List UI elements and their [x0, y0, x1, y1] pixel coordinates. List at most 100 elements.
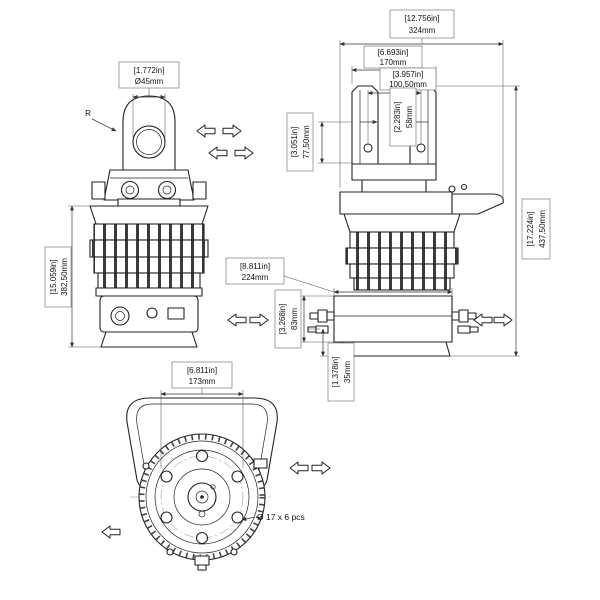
bolt-circle [160, 455, 244, 539]
fork-hole [416, 143, 426, 153]
dim-bottom-offset: [1.378in] 35mm [308, 328, 355, 402]
radius-label: R [85, 109, 91, 118]
lamella-band [345, 247, 459, 265]
flow-arrow-icon [222, 124, 242, 138]
pin-bolt-right [157, 180, 177, 200]
hydraulic-fitting [458, 309, 469, 323]
dim-label: [3.957in] [393, 70, 424, 79]
dim-label: [1.378in] [331, 357, 340, 388]
dim-body-width: [8.811in] 224mm [225, 257, 453, 296]
bolt-note: Ø 17 x 6 pcs [257, 512, 305, 522]
dim-label: 382,50mm [60, 258, 69, 296]
fork-hole [363, 143, 373, 153]
flow-arrow-icon [234, 146, 254, 160]
dim-label: 173mm [189, 377, 216, 386]
eye-hole [132, 125, 166, 159]
lamella-band [93, 223, 205, 241]
bolt-hole [231, 511, 244, 524]
top-flange [89, 205, 209, 225]
dim-label: [3.051in] [290, 127, 299, 158]
dim-label: 58mm [405, 106, 414, 129]
dim-label: 77,50mm [302, 125, 311, 159]
dim-label: [1.772in] [134, 66, 165, 75]
hydraulic-fitting [309, 312, 319, 320]
dim-flange-width: [6.811in] 173mm [160, 361, 244, 468]
dim-front-height: [15.059in] 382,50mm [44, 205, 101, 348]
dim-label: [6.693in] [378, 48, 409, 57]
bracket-tab-left [91, 181, 106, 200]
flow-arrow-icon [101, 525, 121, 539]
flow-arrow-icon [196, 124, 216, 138]
dim-label: 324mm [409, 26, 436, 35]
grease-fitting [460, 183, 468, 191]
flow-arrow-icon [249, 313, 269, 327]
dim-label: 100,50mm [389, 80, 427, 89]
flow-arrow-icon [493, 313, 513, 327]
port-block [333, 295, 453, 343]
bolt-hole [195, 531, 209, 545]
dim-label: 170mm [380, 58, 407, 67]
base-flange [100, 331, 198, 348]
hydraulic-fitting [317, 309, 328, 323]
dim-label: Ø45mm [135, 77, 164, 86]
dim-total-height: [17.224in] 437,50mm [436, 85, 551, 357]
clevis-bracket [103, 169, 195, 201]
dim-label: [6.811in] [187, 366, 217, 375]
hydraulic-fitting [315, 325, 329, 334]
dim-top-height: [3.051in] 77,50mm [286, 112, 352, 172]
rim-tab [142, 462, 150, 470]
side-port-fitting [253, 458, 268, 469]
fork-base [351, 163, 437, 181]
dim-slot-width: [2.283in] 58mm [360, 87, 428, 147]
dim-hole-spacing: [3.957in] 100,50mm [367, 67, 437, 144]
fork-plate-left [351, 85, 379, 165]
dim-label: [8.811in] [240, 262, 270, 271]
pin-bolt-left [120, 180, 140, 200]
top-flange [343, 213, 461, 233]
base-flange [337, 341, 451, 357]
bolt-pattern-callout: Ø 17 x 6 pcs [241, 512, 305, 522]
bottom-view: [6.811in] 173mm Ø 17 x 6 pcs [101, 361, 331, 575]
bolt-hole [231, 470, 244, 483]
lamella-band [349, 231, 455, 249]
dim-block-height: [3.268in] 83mm [274, 289, 334, 349]
hydraulic-fitting [467, 312, 477, 320]
flow-arrow-icon [208, 146, 228, 160]
dim-label: [12.756in] [404, 14, 439, 23]
flow-arrow-icon [311, 461, 331, 475]
lamella-ring [139, 434, 265, 560]
lamella-band [97, 272, 201, 289]
lamella-band [353, 277, 451, 291]
dim-label: 35mm [343, 361, 352, 384]
side-view: [12.756in] 324mm [6.693in] 170mm [3.957i… [225, 9, 551, 402]
dim-label: [17.224in] [526, 211, 535, 246]
flow-arrow-icon [289, 461, 309, 475]
side-arm [451, 193, 504, 215]
dim-label: 83mm [290, 308, 299, 331]
dim-label: 224mm [242, 273, 269, 282]
radius-callout: R [85, 109, 117, 132]
bottom-port-fitting [194, 555, 210, 566]
port-boss [110, 306, 130, 326]
dim-label: 437,50mm [538, 210, 547, 248]
hydraulic-fitting [457, 325, 471, 334]
dim-label: [2.283in] [393, 102, 402, 133]
mount-plate [339, 191, 453, 215]
dim-label: [3.268in] [278, 304, 287, 335]
flow-arrow-icon [473, 313, 493, 327]
flow-arrow-icon [227, 313, 247, 327]
bolt-hole [195, 449, 209, 463]
bolt-hole [160, 511, 173, 524]
dim-overall-width: [12.756in] 324mm [339, 9, 504, 198]
dim-eye-diameter: [1.772in] Ø45mm [118, 61, 180, 138]
bracket-tab-right [192, 181, 207, 200]
lamella-band [89, 239, 209, 258]
rim-tab [166, 548, 174, 556]
grease-fitting [448, 185, 456, 193]
rim-tab [230, 548, 238, 556]
bolt-hole [160, 470, 173, 483]
front-view: [1.772in] Ø45mm [15.059in] 382,50mm R [44, 61, 254, 348]
lamella-band [349, 263, 455, 279]
